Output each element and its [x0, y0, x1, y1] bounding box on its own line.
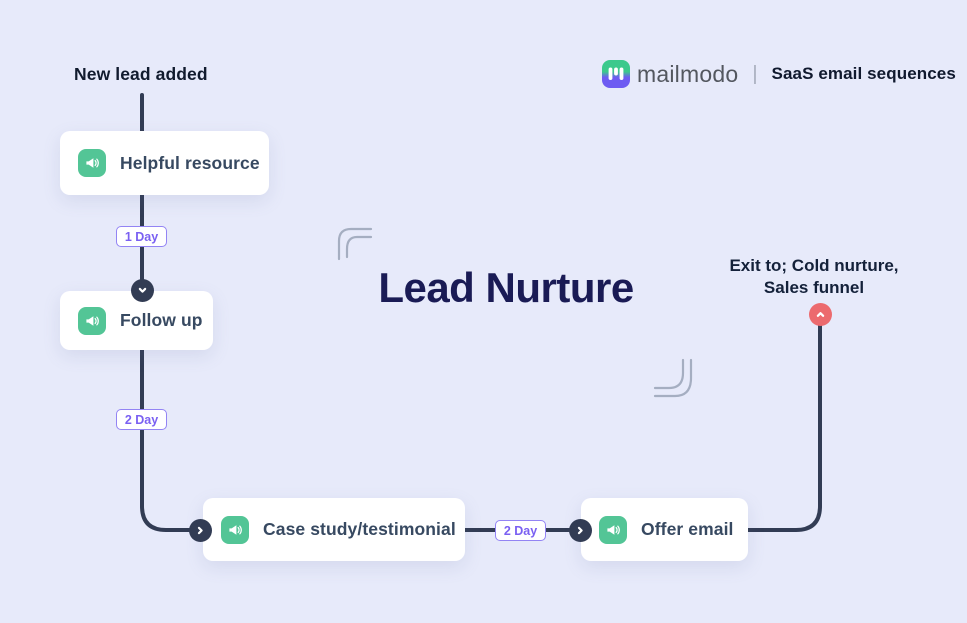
node-label: Case study/testimonial: [263, 519, 456, 539]
chevron-right-icon: [189, 519, 212, 542]
chevron-right-icon: [569, 519, 592, 542]
start-trigger-label: New lead added: [74, 64, 208, 84]
exit-label-line2: Sales funnel: [763, 278, 865, 297]
decorative-corner-bottom-right: [653, 358, 693, 398]
mailmodo-wordmark: mailmodo: [637, 60, 739, 87]
flow-path: [140, 93, 822, 532]
megaphone-icon: [221, 515, 249, 544]
page-title: Lead Nurture: [378, 264, 634, 311]
header-divider: |: [752, 62, 758, 85]
brand-header: mailmodo | SaaS email sequences: [602, 58, 956, 90]
sequence-tagline: SaaS email sequences: [771, 64, 956, 83]
megaphone-icon: [78, 149, 106, 177]
exit-label: Exit to; Cold nurture, Sales funnel: [700, 255, 928, 299]
flow-node-helpful-resource: Helpful resource: [60, 131, 269, 195]
node-label: Follow up: [120, 310, 203, 330]
delay-badge: 2 Day: [495, 520, 546, 541]
delay-badge: 1 Day: [116, 226, 167, 247]
flow-node-case-study: Case study/testimonial: [203, 498, 465, 561]
node-label: Helpful resource: [120, 152, 260, 173]
decorative-corner-top-left: [337, 227, 373, 261]
flow-node-offer-email: Offer email: [581, 498, 748, 561]
chevron-up-icon: [809, 303, 832, 326]
mailmodo-logo-icon: [602, 60, 630, 88]
chevron-down-icon: [131, 279, 154, 302]
megaphone-icon: [78, 306, 106, 335]
delay-badge: 2 Day: [116, 409, 167, 430]
exit-label-line1: Exit to; Cold nurture,: [729, 256, 899, 275]
node-label: Offer email: [641, 519, 734, 539]
megaphone-icon: [599, 515, 627, 544]
